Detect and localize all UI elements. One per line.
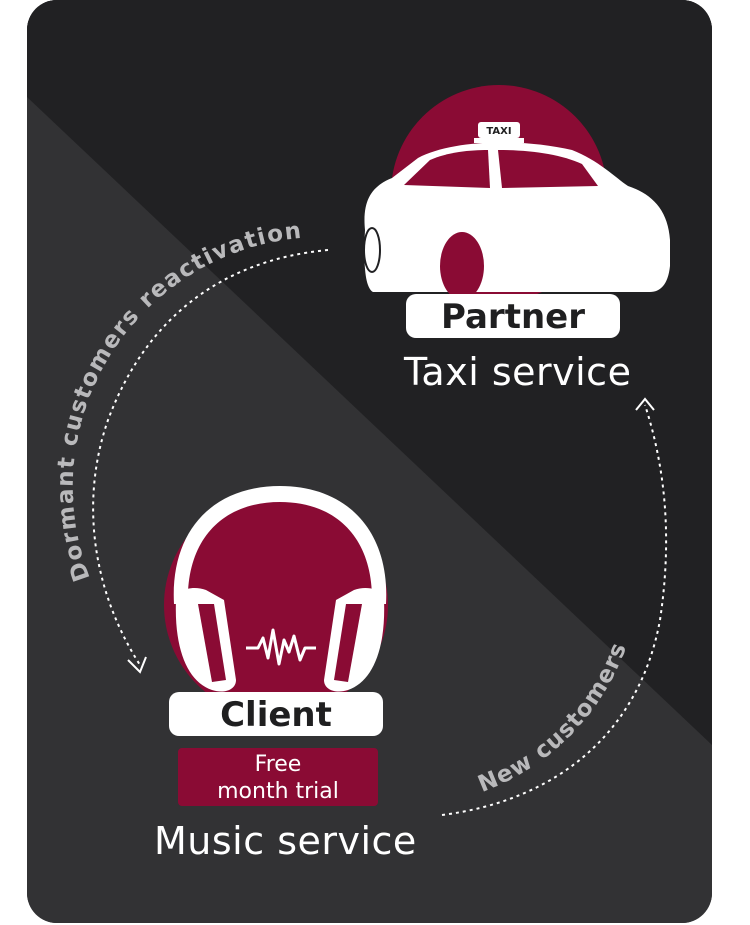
headphones-band bbox=[173, 486, 387, 604]
trial-line-2: month trial bbox=[217, 779, 339, 804]
headphones-icon bbox=[164, 486, 388, 717]
sound-wave-icon bbox=[246, 628, 316, 666]
new-customers-arrowhead bbox=[635, 397, 655, 411]
trial-line-1: Free bbox=[254, 752, 302, 777]
taxi-front-window bbox=[404, 150, 490, 188]
partner-pill: Partner bbox=[406, 294, 620, 338]
new-customers-arrow bbox=[441, 397, 668, 816]
taxi-wheel bbox=[440, 232, 484, 300]
free-trial-badge: Free month trial bbox=[178, 748, 378, 806]
new-customers-dashed-line bbox=[441, 404, 668, 816]
taxi-sign-base bbox=[474, 138, 524, 143]
left-cup-line bbox=[198, 604, 226, 682]
client-pill: Client bbox=[169, 692, 383, 736]
taxi-front-light bbox=[363, 227, 381, 273]
new-customers-label: New customers bbox=[474, 639, 632, 798]
music-service-label: Music service bbox=[154, 819, 417, 863]
taxi-service-label: Taxi service bbox=[404, 350, 632, 394]
taxi-rear-window bbox=[498, 150, 598, 188]
reactivation-dashed-line bbox=[92, 249, 329, 666]
taxi-roof-sign bbox=[478, 122, 520, 138]
reactivation-arrow bbox=[92, 249, 329, 674]
taxi-sign-text: TAXI bbox=[486, 126, 511, 137]
right-cup-line bbox=[334, 604, 362, 682]
taxi-car-icon: TAXI bbox=[363, 85, 670, 301]
reactivation-arrowhead bbox=[127, 656, 147, 674]
